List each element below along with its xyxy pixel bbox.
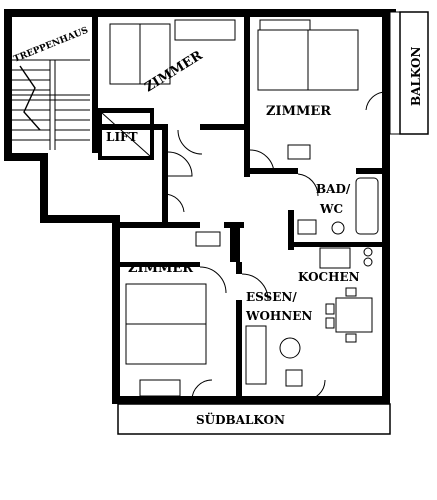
suedbalkon: [117, 403, 391, 435]
label-zimmer-bottom: ZIMMER: [128, 261, 193, 276]
label-balkon: BALKON: [409, 47, 423, 106]
label-zimmer-right: ZIMMER: [266, 104, 331, 119]
doors: [163, 91, 387, 401]
label-essen: ESSEN/: [246, 290, 297, 304]
furniture: [109, 19, 379, 397]
label-kochen: KOCHEN: [298, 270, 360, 284]
label-wohnen: WOHNEN: [245, 309, 312, 323]
label-wc: WC: [319, 202, 343, 216]
label-lift: LIFT: [106, 130, 138, 144]
label-treppenhaus: TREPPENHAUS: [12, 26, 89, 65]
lift-shaft: [101, 112, 151, 157]
label-bad: BAD/: [316, 182, 351, 196]
walls: [4, 9, 396, 404]
balkon-east: [389, 11, 429, 135]
label-suedbalkon: SÜDBALKON: [196, 411, 285, 427]
staircase: [12, 59, 90, 150]
